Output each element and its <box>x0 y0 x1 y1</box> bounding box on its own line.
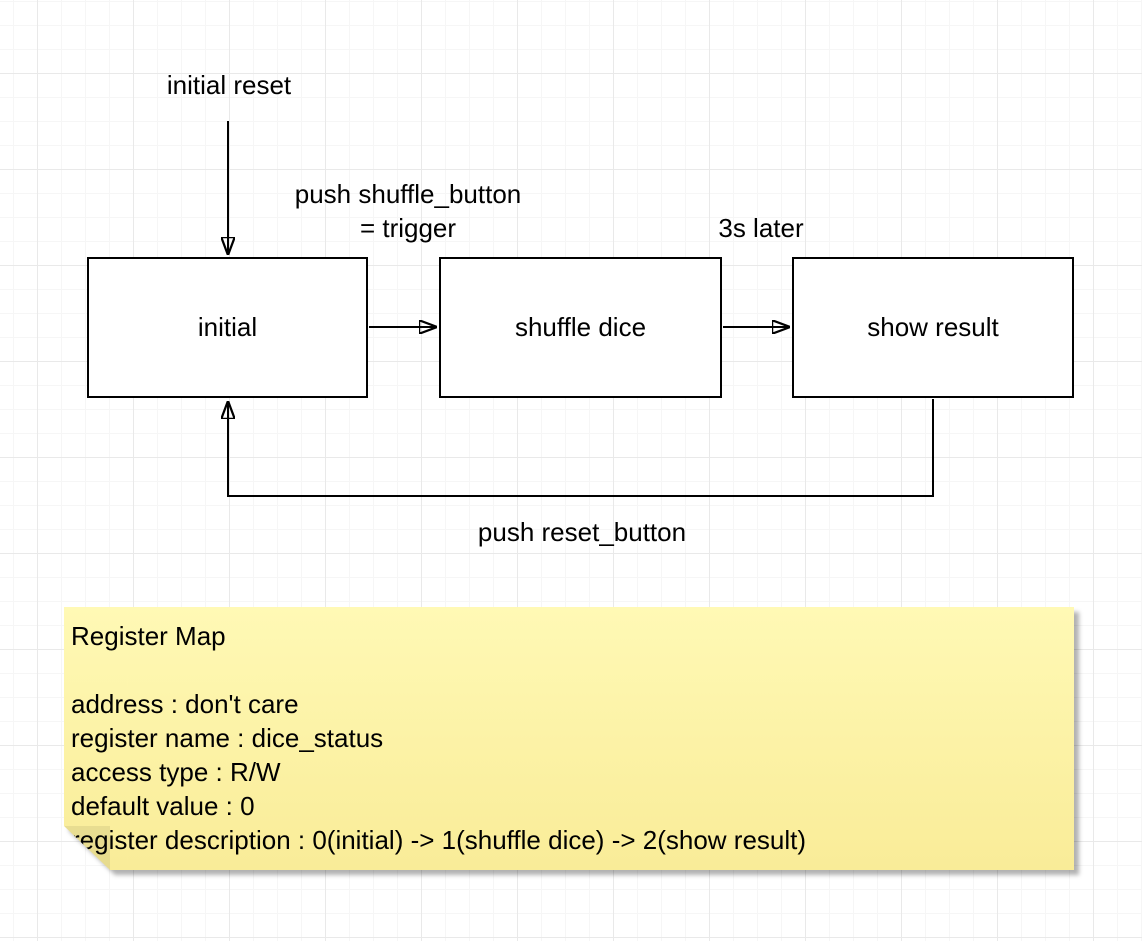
edge-label-3s-later: 3s later <box>718 213 804 243</box>
note-row-address: address : don't care <box>71 689 299 719</box>
register-map-note: Register Map address : don't care regist… <box>64 607 1074 870</box>
note-title: Register Map <box>71 621 226 651</box>
state-show-result-label: show result <box>867 312 999 342</box>
edge-label-push-shuffle-line1: push shuffle_button <box>294 179 522 209</box>
edge-label-push-reset-button: push reset_button <box>477 517 687 547</box>
note-blank-line <box>71 653 1064 687</box>
note-row-default-value: default value : 0 <box>71 791 255 821</box>
register-map-note-body: Register Map address : don't care regist… <box>64 607 1074 870</box>
note-folded-corner <box>64 826 110 870</box>
state-shuffle-dice-label: shuffle dice <box>514 312 647 342</box>
edge-label-initial-reset: initial reset <box>166 70 292 100</box>
note-row-access-type: access type : R/W <box>71 757 281 787</box>
state-initial: initial <box>87 257 368 398</box>
state-shuffle-dice: shuffle dice <box>439 257 722 398</box>
state-initial-label: initial <box>197 312 258 342</box>
edge-label-push-shuffle-line2: = trigger <box>359 213 457 243</box>
note-row-register-name: register name : dice_status <box>71 723 384 753</box>
state-show-result: show result <box>792 257 1074 398</box>
edge-label-push-shuffle-button: push shuffle_button = trigger <box>295 177 521 245</box>
note-row-register-description: register description : 0(initial) -> 1(s… <box>71 825 807 855</box>
arrow-reset-loop <box>228 399 934 497</box>
